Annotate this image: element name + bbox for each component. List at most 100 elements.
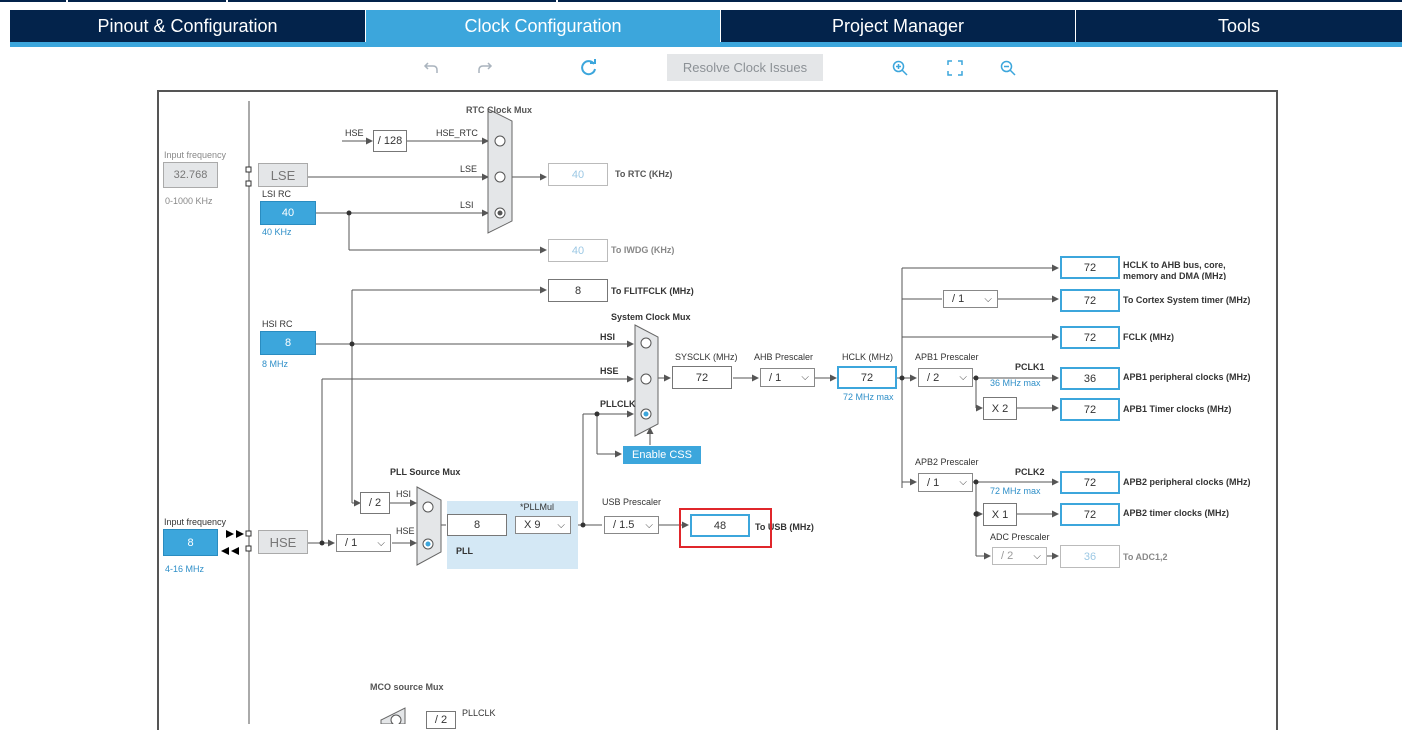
rtc-lsi-label: LSI <box>460 200 474 210</box>
chevron-down-icon: ⌵ <box>984 294 992 305</box>
pclk1-max: 36 MHz max <box>990 378 1041 388</box>
tab-pinout-configuration[interactable]: Pinout & Configuration <box>97 15 278 36</box>
pclk2-label: PCLK2 <box>1015 467 1045 477</box>
pclk2-max: 72 MHz max <box>990 486 1041 496</box>
tab-project-manager[interactable]: Project Manager <box>831 15 965 36</box>
iwdg-output-value: 40 <box>548 239 608 262</box>
usb-highlight-frame <box>679 508 772 548</box>
apb1-timer-output-value[interactable]: 72 <box>1060 398 1120 421</box>
pll-label: PLL <box>456 546 473 556</box>
rtc-hse-label: HSE <box>345 128 364 138</box>
sys-mux-hsi-label: HSI <box>600 332 616 342</box>
adc-prescaler-label: ADC Prescaler <box>990 532 1050 542</box>
tab-divider <box>720 10 721 42</box>
hclk-ahb-output-value[interactable]: 72 <box>1060 256 1120 279</box>
apb1-peripheral-output-label: APB1 peripheral clocks (MHz) <box>1123 372 1251 382</box>
hclk-label: HCLK (MHz) <box>842 352 893 362</box>
apb1-peripheral-output-value[interactable]: 36 <box>1060 367 1120 390</box>
mco-pllclk-label: PLLCLK <box>462 708 496 718</box>
rtc-clock-mux-title: RTC Clock Mux <box>466 105 533 115</box>
usb-prescaler-select[interactable]: / 1.5⌵ <box>604 516 659 534</box>
rtc-lse-label: LSE <box>460 164 478 174</box>
chevron-down-icon: ⌵ <box>557 520 565 531</box>
zoom-out-icon[interactable] <box>998 58 1018 78</box>
sys-mux-pllclk-label: PLLCLK <box>600 399 636 409</box>
rtc-output-label: To RTC (KHz) <box>615 169 673 179</box>
zoom-in-icon[interactable] <box>890 58 910 78</box>
apb1-prescaler-label: APB1 Prescaler <box>915 352 979 362</box>
fit-to-screen-icon[interactable] <box>945 58 965 78</box>
hse-prediv-select[interactable]: / 1⌵ <box>336 534 391 552</box>
apb1-timer-multiplier: X 2 <box>983 397 1017 420</box>
lsi-rc-block[interactable]: 40 <box>260 201 316 225</box>
tab-divider <box>365 10 366 42</box>
usb-output-value[interactable]: 48 <box>690 514 750 537</box>
cortex-timer-output-label: To Cortex System timer (MHz) <box>1123 295 1251 305</box>
chevron-down-icon: ⌵ <box>1033 551 1041 562</box>
hse-block[interactable]: HSE <box>258 530 308 554</box>
hse-frequency-range: 4-16 MHz <box>165 564 205 574</box>
chevron-down-icon: ⌵ <box>959 372 967 383</box>
lse-input-frequency-label: Input frequency <box>164 150 227 160</box>
adc-prescaler-select[interactable]: / 2⌵ <box>992 547 1047 565</box>
hclk-value[interactable]: 72 <box>837 366 897 389</box>
adc-output-label: To ADC1,2 <box>1123 552 1168 562</box>
fclk-output-label: FCLK (MHz) <box>1123 332 1174 342</box>
lsi-frequency: 40 KHz <box>262 227 292 237</box>
rtc-hse-rtc-label: HSE_RTC <box>436 128 478 138</box>
rtc-output-value: 40 <box>548 163 608 186</box>
pclk1-label: PCLK1 <box>1015 362 1045 372</box>
hsi-title: HSI RC <box>262 319 293 329</box>
lse-frequency-range: 0-1000 KHz <box>165 196 213 206</box>
apb2-prescaler-label: APB2 Prescaler <box>915 457 979 467</box>
tab-clock-configuration[interactable]: Clock Configuration <box>366 10 720 42</box>
pll-src-hsi-label: HSI <box>396 489 412 499</box>
system-clock-mux-title: System Clock Mux <box>611 312 691 322</box>
lse-block[interactable]: LSE <box>258 163 308 187</box>
iwdg-output-label: To IWDG (KHz) <box>611 245 675 255</box>
hse-rtc-divider[interactable]: / 128 <box>373 130 407 152</box>
redo-icon[interactable] <box>475 58 495 78</box>
pll-multiplier-select[interactable]: X 9⌵ <box>515 516 571 534</box>
chevron-down-icon: ⌵ <box>645 520 653 531</box>
apb1-timer-output-label: APB1 Timer clocks (MHz) <box>1123 404 1232 414</box>
apb2-timer-multiplier: X 1 <box>983 503 1017 526</box>
flitfclk-output-value: 8 <box>548 279 608 302</box>
apb2-prescaler-select[interactable]: / 1⌵ <box>918 473 973 492</box>
cortex-timer-output-value[interactable]: 72 <box>1060 289 1120 312</box>
fclk-output-value[interactable]: 72 <box>1060 326 1120 349</box>
apb2-timer-output-value[interactable]: 72 <box>1060 503 1120 526</box>
hsi-pll-divider: / 2 <box>360 492 390 514</box>
sys-mux-hse-label: HSE <box>600 366 619 376</box>
cortex-timer-divider-select[interactable]: / 1⌵ <box>943 290 998 308</box>
usb-output-label: To USB (MHz) <box>755 522 814 532</box>
undo-icon[interactable] <box>421 58 441 78</box>
hsi-rc-block[interactable]: 8 <box>260 331 316 355</box>
tab-tools[interactable]: Tools <box>1217 15 1261 36</box>
top-strip <box>68 0 226 2</box>
tab-underline <box>10 42 1402 47</box>
pll-input-value: 8 <box>447 514 507 536</box>
lse-input-frequency-field[interactable]: 32.768 <box>163 162 218 188</box>
apb2-peripheral-output-value[interactable]: 72 <box>1060 471 1120 494</box>
enable-css-button[interactable]: Enable CSS <box>623 446 701 464</box>
refresh-icon[interactable] <box>579 58 599 78</box>
hse-input-frequency-field[interactable]: 8 <box>163 529 218 556</box>
apb2-peripheral-output-label: APB2 peripheral clocks (MHz) <box>1123 477 1251 487</box>
pll-src-hse-label: HSE <box>396 526 415 536</box>
ahb-prescaler-label: AHB Prescaler <box>754 352 814 362</box>
resolve-clock-issues-button[interactable]: Resolve Clock Issues <box>667 54 823 81</box>
ahb-prescaler-select[interactable]: / 1⌵ <box>760 368 815 387</box>
chevron-down-icon: ⌵ <box>959 477 967 488</box>
sysclk-label: SYSCLK (MHz) <box>675 352 738 362</box>
main-tab-bar: Pinout & Configuration Clock Configurati… <box>10 10 1402 42</box>
usb-prescaler-label: USB Prescaler <box>602 497 662 507</box>
hclk-max: 72 MHz max <box>843 392 894 402</box>
sysclk-value[interactable]: 72 <box>672 366 732 389</box>
top-strip <box>558 0 1402 2</box>
tab-divider <box>1075 10 1076 42</box>
apb1-prescaler-select[interactable]: / 2⌵ <box>918 368 973 387</box>
adc-output-value: 36 <box>1060 545 1120 568</box>
pll-source-mux-title: PLL Source Mux <box>390 467 461 477</box>
flitfclk-output-label: To FLITFCLK (MHz) <box>611 286 694 296</box>
